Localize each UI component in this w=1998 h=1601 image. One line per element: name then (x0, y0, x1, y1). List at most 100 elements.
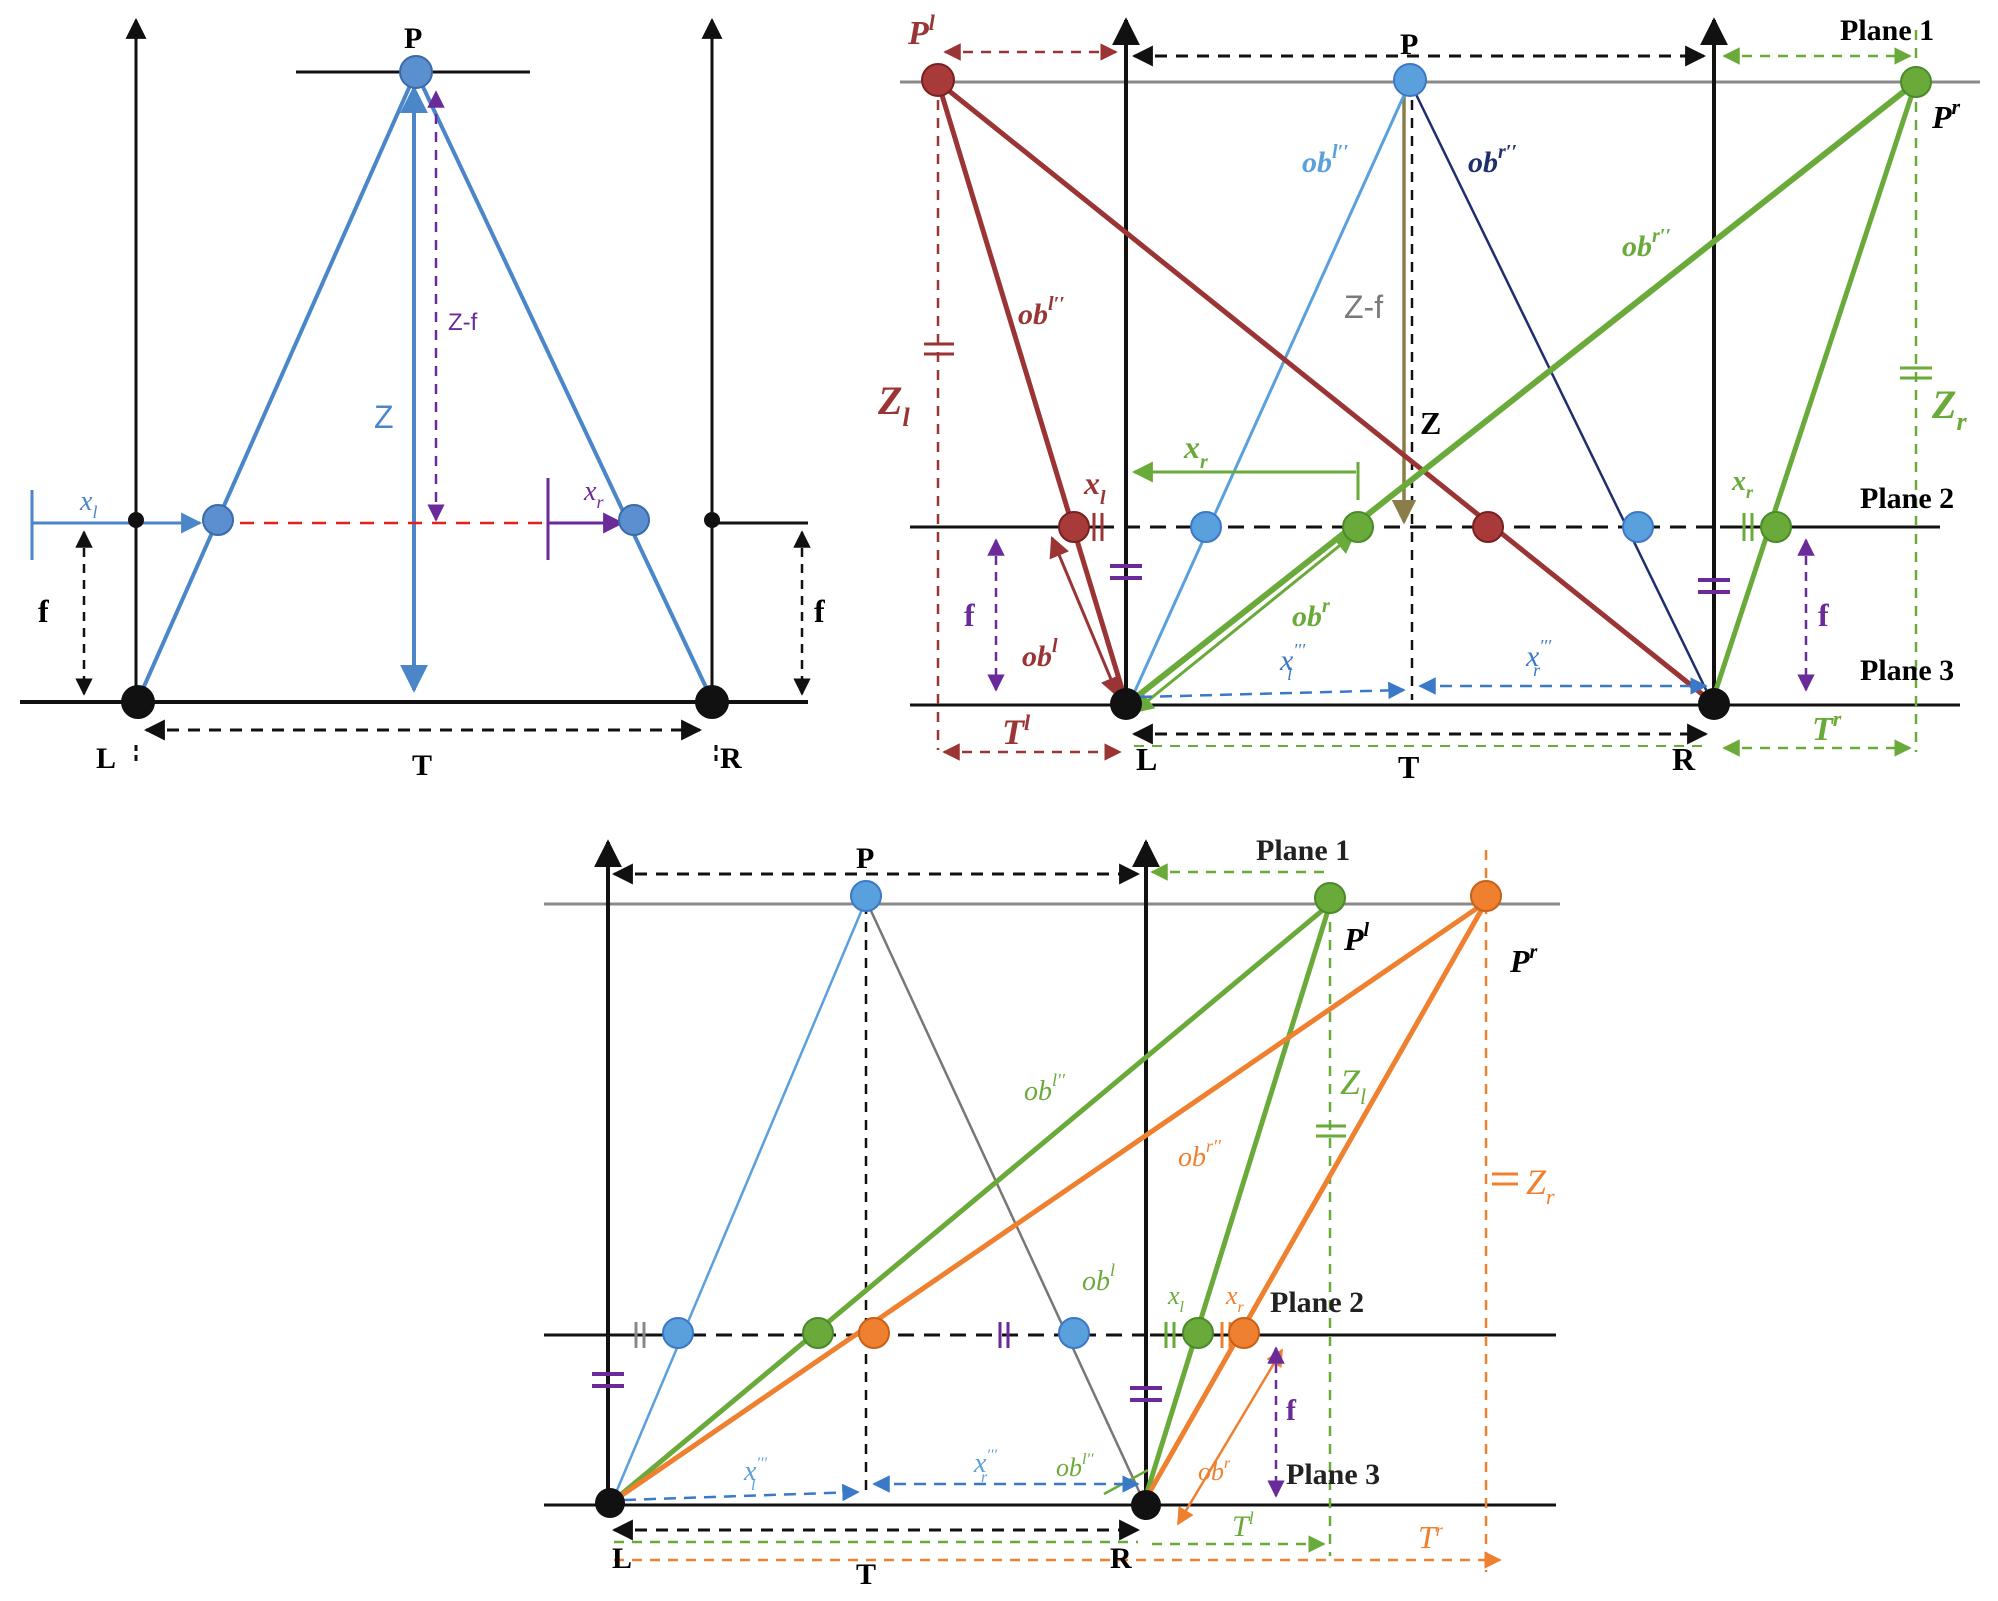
ray-p-to-l (610, 899, 868, 1503)
plane2-green-mid (1342, 511, 1374, 543)
ray-pr-to-l (1128, 79, 1918, 705)
obl-low-tick (1103, 1468, 1149, 1496)
label-xl: xl (1083, 465, 1106, 509)
label-zl: Zl (877, 378, 910, 432)
label-xr: xr (1225, 1281, 1245, 1316)
xl3-arrow (1139, 681, 1406, 700)
camera-r (1698, 688, 1730, 720)
ray-p-to-l (1128, 81, 1412, 703)
label-z: Z (374, 399, 394, 435)
label-xl: xl (79, 486, 97, 522)
image-point-left (202, 504, 234, 536)
label-xr-top: xr (1183, 429, 1208, 473)
focal-dot-right (704, 512, 720, 528)
ray-right (414, 71, 714, 701)
label-pr: Pr (1509, 941, 1538, 979)
camera-l (1110, 688, 1142, 720)
obr-arrow (1132, 532, 1356, 714)
label-t: T (856, 1558, 876, 1591)
label-z-minus-f: Z-f (448, 309, 478, 336)
label-obl-low: obl′′ (1056, 1451, 1094, 1482)
plane2-green-left (802, 1317, 834, 1349)
plane2-orange-right (1228, 1317, 1260, 1349)
camera-l (595, 1488, 625, 1518)
label-t: T (412, 749, 432, 782)
panel-b: Pl P Pr Plane 1 Plane 2 Plane 3 obl′′ ob… (877, 10, 1980, 785)
panel-c: P Plane 1 Plane 2 Plane 3 Pl Pr obl′′ ob… (544, 834, 1560, 1591)
label-zl: Zl (1340, 1062, 1366, 1109)
label-plane-3: Plane 3 (1860, 654, 1954, 687)
label-r: R (720, 742, 742, 775)
label-obr2-navy: obr′′ (1468, 141, 1517, 179)
label-obl2-blue: obl′′ (1302, 141, 1349, 179)
label-l: L (612, 1542, 632, 1575)
label-obr2: obr′′ (1178, 1136, 1222, 1173)
ray-pr-to-l (610, 899, 1488, 1505)
label-obr-low: obr (1198, 1455, 1231, 1486)
label-r: R (1110, 1542, 1132, 1575)
label-f-right: f (1818, 597, 1829, 633)
label-f-right: f (814, 593, 825, 629)
label-p: P (1400, 28, 1418, 61)
plane2-red-right (1472, 511, 1504, 543)
ray-pl-to-r (1141, 903, 1333, 1503)
label-xl: xl (1167, 1281, 1185, 1316)
plane2-blue-right (1622, 511, 1654, 543)
ray-pr-to-r (1709, 81, 1919, 703)
camera-r (695, 685, 729, 719)
label-pr: Pr (1931, 94, 1961, 135)
image-point-right (618, 504, 650, 536)
label-p: P (404, 22, 422, 55)
label-plane-2: Plane 2 (1860, 482, 1954, 515)
label-pl: Pl (1343, 919, 1370, 957)
ray-p-to-r (1408, 81, 1714, 703)
label-tl: Tl (1002, 710, 1031, 752)
point-pl (1314, 882, 1346, 914)
label-obr2-green: obr′′ (1622, 225, 1671, 263)
point-pr (1470, 880, 1502, 912)
label-l: L (96, 742, 116, 775)
label-plane-1: Plane 1 (1256, 834, 1350, 867)
label-tl: Tl (1232, 1508, 1254, 1543)
object-point-p (399, 55, 433, 89)
panel-a: P L R T Z Z-f f f xl xr (20, 17, 825, 782)
label-f-left: f (38, 593, 49, 629)
label-t: T (1398, 749, 1419, 785)
plane2-red-left (1058, 511, 1090, 543)
label-xr3: x′′′r (1525, 636, 1552, 680)
label-plane-2: Plane 2 (1270, 1286, 1364, 1319)
label-l: L (1136, 741, 1157, 777)
label-obl2-red: obl′′ (1018, 293, 1065, 331)
point-pr (1900, 66, 1932, 98)
label-obr: obr (1292, 595, 1330, 633)
plane2-green-right (1182, 1317, 1214, 1349)
label-obl: obl (1082, 1260, 1115, 1297)
label-tr: Tr (1418, 1519, 1444, 1555)
plane2-green-right (1760, 511, 1792, 543)
label-f-left: f (964, 597, 975, 633)
focal-dot-left (128, 512, 144, 528)
xl3-arrow (623, 1483, 860, 1502)
point-p (850, 880, 882, 912)
label-xr3: x′′′r (973, 1447, 997, 1486)
label-xl3: x′′′l (743, 1455, 767, 1494)
label-tr: Tr (1812, 706, 1842, 748)
plane2-blue-right (1058, 1317, 1090, 1349)
label-zr: Zr (1526, 1162, 1555, 1209)
camera-r (1131, 1490, 1161, 1520)
obr-arrow (1176, 1348, 1284, 1526)
obl-arrow (1049, 536, 1121, 698)
plane2-orange-left (858, 1317, 890, 1349)
label-r: R (1672, 741, 1696, 777)
label-obl2: obl′′ (1024, 1070, 1066, 1107)
equal-marks (924, 342, 1932, 594)
label-obl: obl (1022, 635, 1058, 673)
ray-p-to-r (864, 899, 1146, 1503)
label-plane-1: Plane 1 (1840, 14, 1934, 47)
label-zr: Zr (1931, 382, 1967, 436)
ray-pl-to-l (610, 902, 1332, 1504)
ray-left (136, 71, 418, 701)
equal-marks (592, 1124, 1518, 1402)
label-xr: xr (583, 476, 604, 512)
